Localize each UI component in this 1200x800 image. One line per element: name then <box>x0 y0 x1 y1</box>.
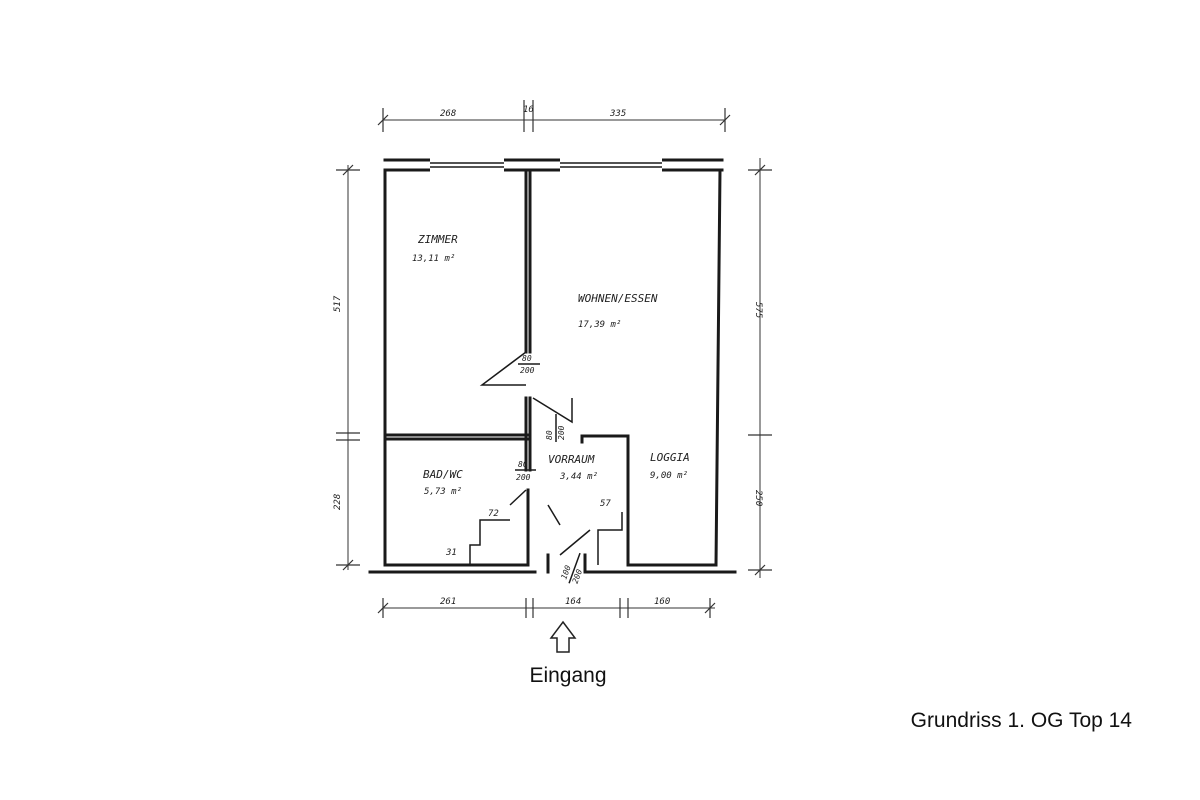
interior-walls <box>383 168 630 574</box>
svg-text:VORRAUM: VORRAUM <box>548 453 595 466</box>
dim-top-right: 335 <box>609 109 626 119</box>
step-label-corner: 31 <box>445 548 457 558</box>
room-label-loggia: LOGGIA 9,00 m² <box>650 451 690 481</box>
dim-bottom-mid: 164 <box>565 597 581 607</box>
entrance-label: Eingang <box>529 664 606 687</box>
svg-text:80: 80 <box>522 354 532 363</box>
svg-text:80: 80 <box>518 460 528 469</box>
dim-bottom-right: 160 <box>654 597 670 607</box>
door-swings <box>479 351 591 556</box>
dim-bottom-left: 261 <box>440 597 456 607</box>
svg-text:LOGGIA: LOGGIA <box>650 451 690 464</box>
svg-text:WOHNEN/ESSEN: WOHNEN/ESSEN <box>578 292 658 305</box>
dim-right-lower: 250 <box>753 490 763 506</box>
door-label-1: 80 200 <box>518 354 540 375</box>
svg-text:17,39 m²: 17,39 m² <box>578 320 621 330</box>
door-label-2: 80 200 <box>515 460 536 482</box>
dim-right-upper: 575 <box>753 302 763 318</box>
svg-text:9,00 m²: 9,00 m² <box>650 471 688 481</box>
dimension-lines <box>336 100 772 618</box>
svg-text:ZIMMER: ZIMMER <box>417 233 458 246</box>
room-label-wohnen-essen: WOHNEN/ESSEN 17,39 m² <box>578 292 658 330</box>
room-label-bad-wc: BAD/WC 5,73 m² <box>423 468 463 497</box>
door-label-3: 80 200 <box>545 414 566 442</box>
outer-walls <box>368 157 737 574</box>
svg-text:3,44 m²: 3,44 m² <box>559 472 598 482</box>
svg-text:5,73 m²: 5,73 m² <box>424 487 462 497</box>
step-label-vorraum: 57 <box>600 499 611 509</box>
dim-left-lower: 228 <box>333 494 343 510</box>
step-notches <box>469 512 623 565</box>
svg-text:200: 200 <box>516 473 531 482</box>
room-label-vorraum: VORRAUM 3,44 m² <box>548 453 598 482</box>
dim-top-wall: 16 <box>523 105 534 115</box>
plan-caption: Grundriss 1. OG Top 14 <box>911 709 1133 732</box>
svg-text:13,11 m²: 13,11 m² <box>412 254 455 264</box>
dim-top-left: 268 <box>440 109 456 119</box>
entrance-arrow-icon <box>549 620 577 653</box>
svg-text:200: 200 <box>571 568 584 585</box>
svg-text:200: 200 <box>520 366 535 375</box>
svg-text:200: 200 <box>557 425 566 440</box>
svg-text:80: 80 <box>545 430 554 440</box>
step-label-bad: 72 <box>488 509 499 519</box>
room-label-zimmer: ZIMMER 13,11 m² <box>412 233 458 264</box>
dim-left-upper: 517 <box>333 295 343 312</box>
svg-text:BAD/WC: BAD/WC <box>423 468 463 481</box>
